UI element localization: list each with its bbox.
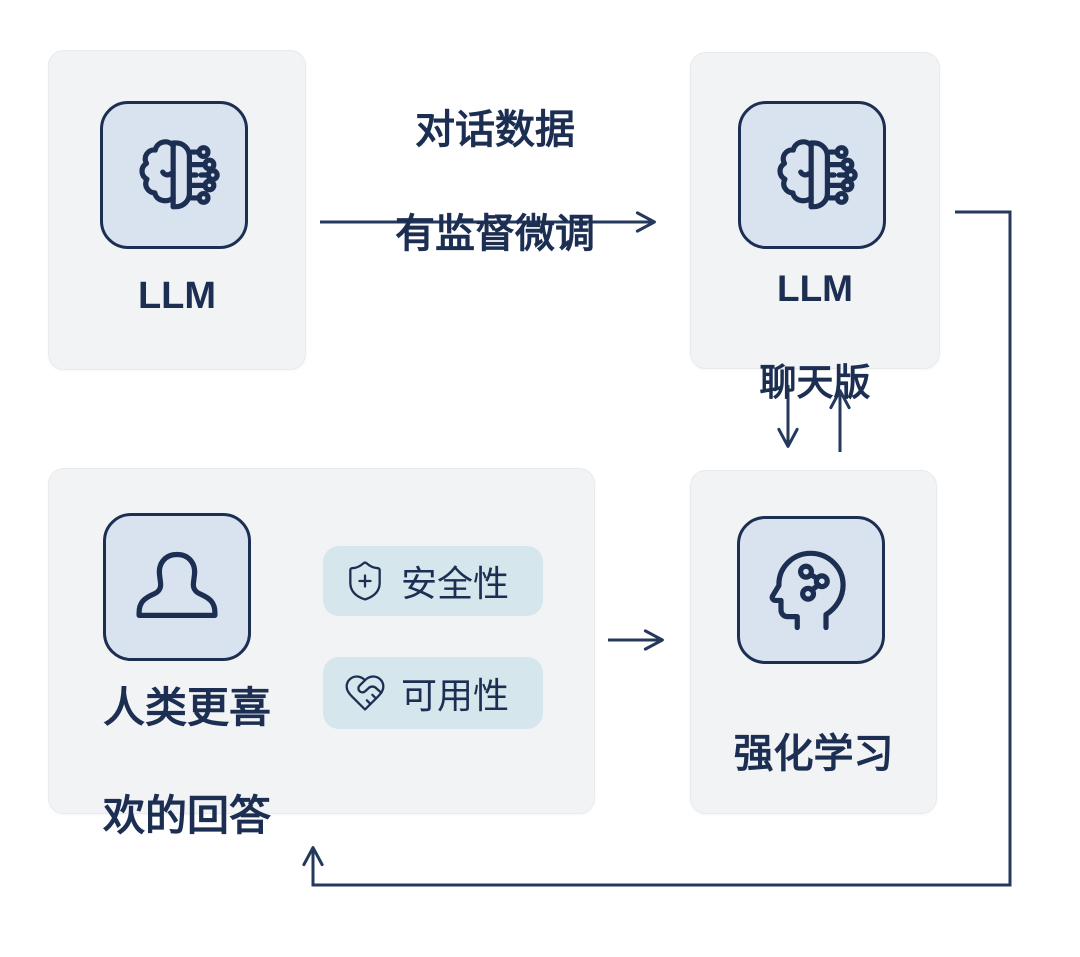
safety-badge-label: 安全性 <box>401 563 510 604</box>
head-network-icon <box>769 550 846 631</box>
brain-circuit-icon <box>139 139 220 210</box>
human-icon-box <box>103 513 251 661</box>
usability-badge: 可用性 <box>323 657 543 729</box>
llm-chat-icon-box <box>738 101 886 249</box>
llm-chat-label-line1: LLM <box>776 268 854 309</box>
llm-chat-label: LLM 聊天版 <box>691 265 939 406</box>
shield-plus-icon <box>349 561 381 601</box>
node-llm-chat: LLM 聊天版 <box>690 52 940 403</box>
node-human-preference: 人类更喜 欢的回答 安全性 可用性 <box>48 468 595 839</box>
node-reinforcement-learning: 强化学习 <box>690 470 937 814</box>
rl-icon-box <box>737 516 885 664</box>
heart-handshake-icon <box>345 675 385 711</box>
node-llm: LLM <box>48 50 306 370</box>
llm-chat-label-line2: 聊天版 <box>759 362 871 403</box>
llm-icon-box <box>100 101 248 249</box>
human-preference-label: 人类更喜 欢的回答 <box>103 681 271 843</box>
safety-badge: 安全性 <box>323 546 543 616</box>
sft-arrow-label-line1: 对话数据 <box>415 108 575 152</box>
person-icon <box>136 551 218 618</box>
human-preference-label-line2: 欢的回答 <box>103 792 272 839</box>
human-preference-label-line1: 人类更喜 <box>103 684 272 731</box>
sft-arrow-label-line2: 有监督微调 <box>395 212 595 256</box>
sft-arrow-label: 对话数据 有监督微调 <box>300 104 690 260</box>
llm-label: LLM <box>137 275 217 317</box>
usability-badge-label: 可用性 <box>401 675 510 716</box>
brain-circuit-icon <box>777 139 858 210</box>
reinforcement-learning-label: 强化学习 <box>733 732 894 776</box>
